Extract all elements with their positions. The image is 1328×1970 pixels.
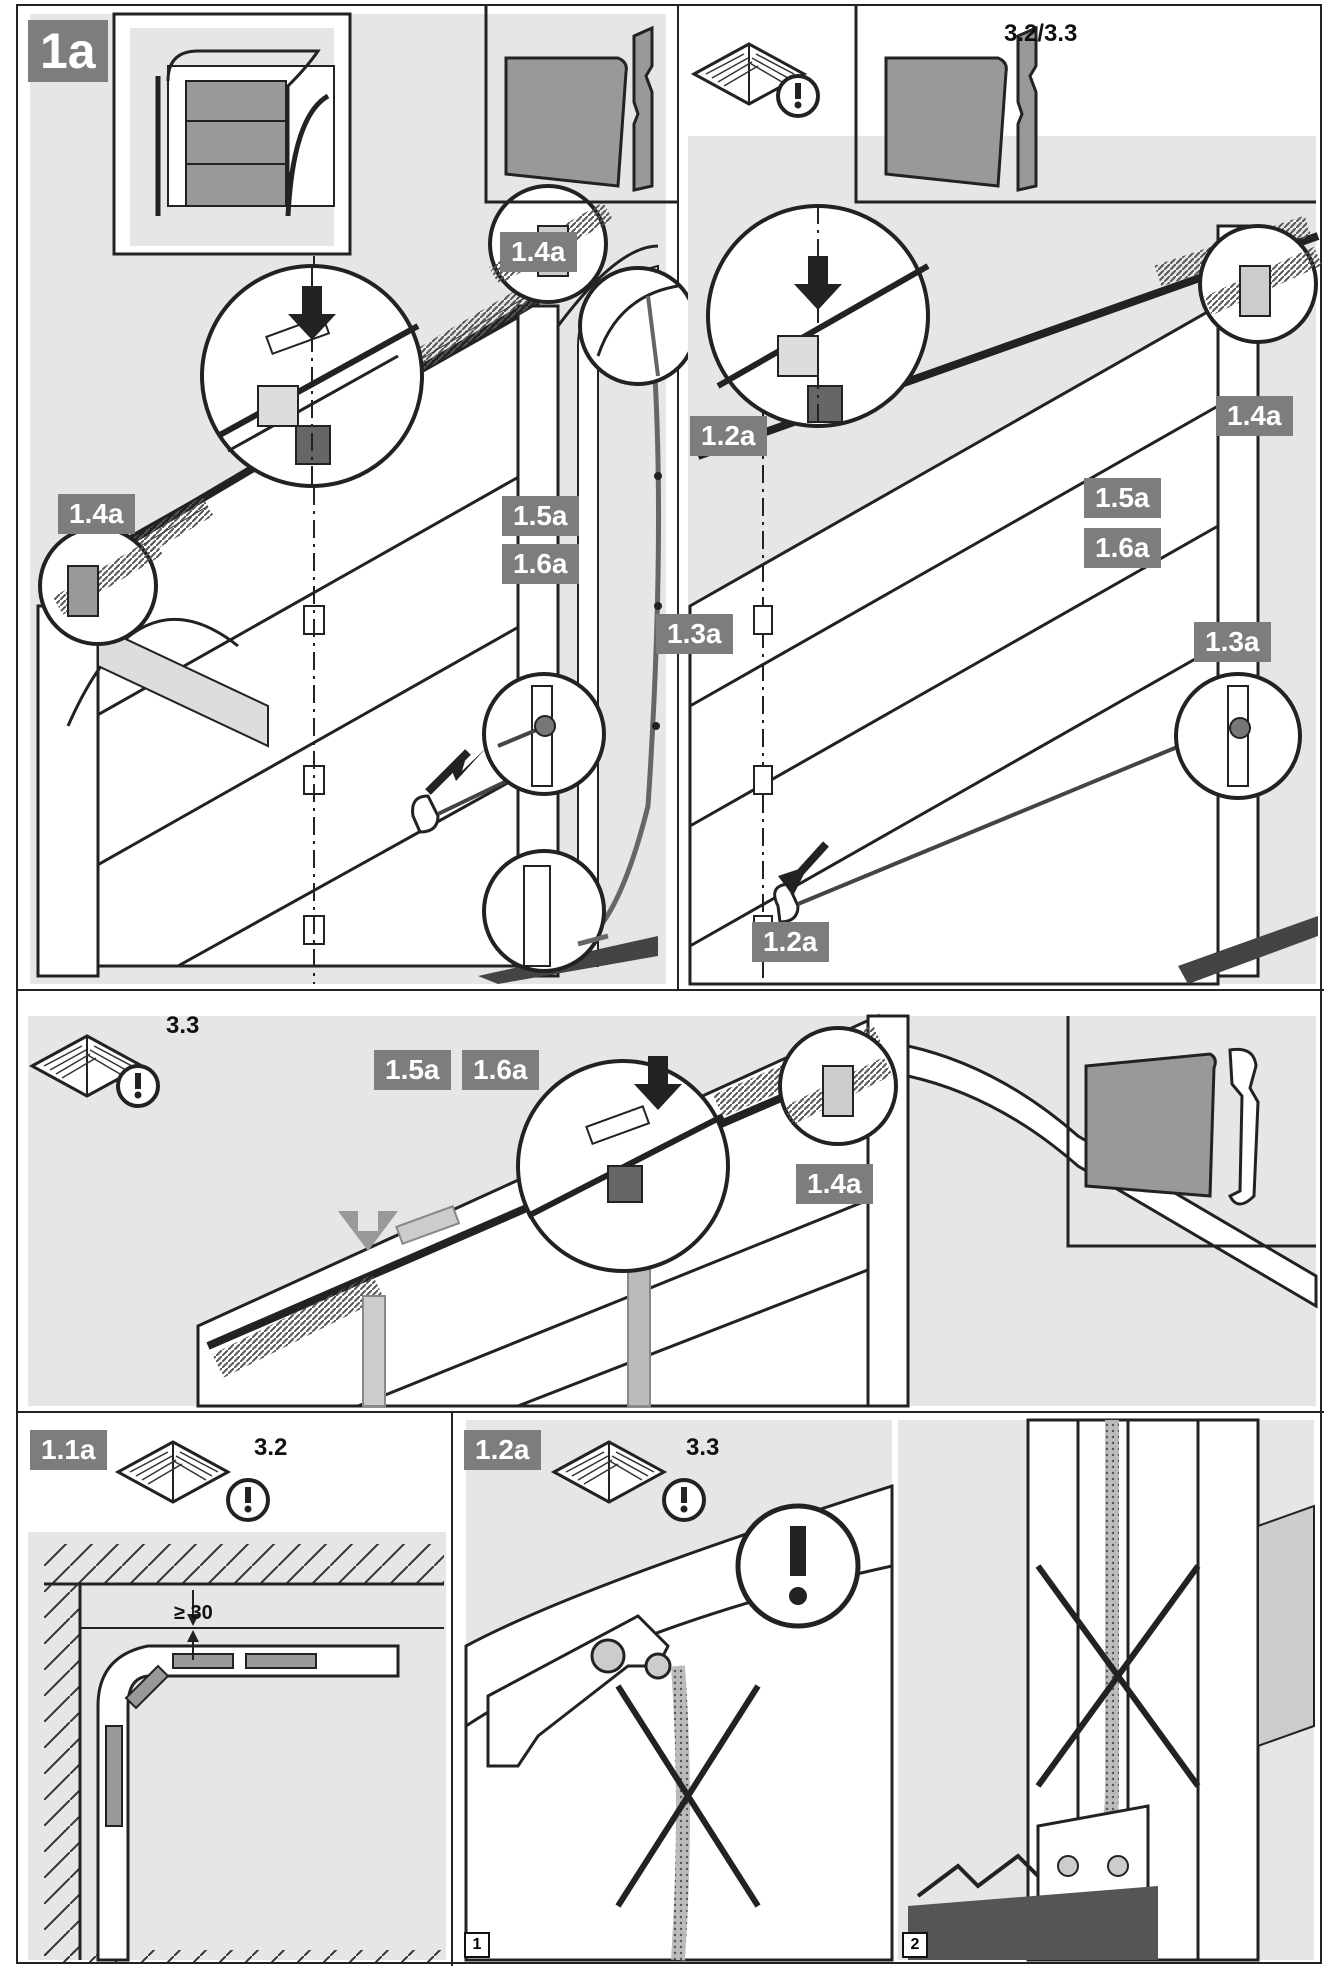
panel-top-right-drawing	[688, 6, 1323, 986]
label-1-3a: 1.3a	[656, 614, 733, 654]
panel-middle-drawing	[28, 1013, 1318, 1408]
manual-ref-bottom-right: 3.3	[686, 1434, 720, 1461]
label-1-2a-bottom: 1.2a	[752, 922, 829, 962]
dimension-min-30: ≥ 30	[174, 1602, 213, 1624]
step-number-1: 1	[464, 1932, 490, 1958]
label-1-4a-top: 1.4a	[500, 232, 577, 272]
label-1-4a-middle: 1.4a	[796, 1164, 873, 1204]
label-1-6a: 1.6a	[502, 544, 579, 584]
figure-label: 1a	[28, 20, 108, 82]
label-1-6a-right: 1.6a	[1084, 528, 1161, 568]
manual-ref-bottom-left: 3.2	[254, 1434, 288, 1461]
illustration-canvas	[18, 6, 1324, 1966]
label-1-2a-bottom-right: 1.2a	[464, 1430, 541, 1470]
manual-ref-middle: 3.3	[166, 1012, 200, 1039]
label-1-6a-middle: 1.6a	[462, 1050, 539, 1090]
label-1-4a-left: 1.4a	[58, 494, 135, 534]
panel-top-left-drawing	[30, 6, 698, 984]
label-1-3a-right: 1.3a	[1194, 622, 1271, 662]
label-1-4a-right: 1.4a	[1216, 396, 1293, 436]
label-1-1a: 1.1a	[30, 1430, 107, 1470]
panel-bottom-right-drawing	[464, 1418, 1315, 1962]
panel-bottom-left-drawing	[28, 1440, 446, 1962]
instruction-sheet: 1a 1.4a 1.4a 1.2a 1.5a 1.6a 1.3a 1.2a 3.…	[16, 4, 1324, 1966]
label-1-2a-mid: 1.2a	[690, 416, 767, 456]
manual-ref-top-right: 3.2/3.3	[1004, 20, 1078, 47]
label-1-5a-right: 1.5a	[1084, 478, 1161, 518]
step-number-2: 2	[902, 1932, 928, 1958]
label-1-5a-middle: 1.5a	[374, 1050, 451, 1090]
label-1-5a: 1.5a	[502, 496, 579, 536]
